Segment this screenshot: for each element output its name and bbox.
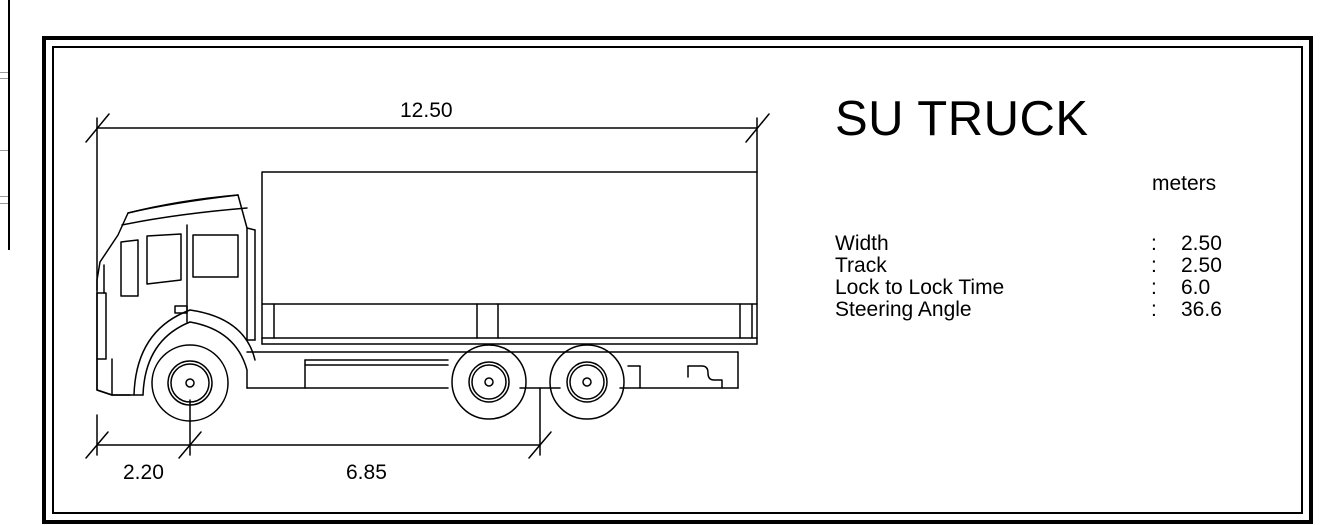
rear-wheel-1 <box>451 344 527 420</box>
spec-value: 6.0 <box>1181 276 1211 299</box>
spec-row-lock-to-lock-time: Lock to Lock Time : 6.0 <box>835 277 1255 299</box>
drawing-frame-outer <box>42 36 1313 524</box>
overall-length-label: 12.50 <box>400 99 453 122</box>
rear-wheel-2 <box>549 344 625 420</box>
spec-separator: : <box>1151 276 1157 299</box>
edge-tick <box>0 203 8 204</box>
overall-length-dimension <box>85 113 770 291</box>
truck-cab <box>96 194 256 396</box>
spec-label: Width <box>835 232 889 255</box>
edge-bracket <box>0 0 10 250</box>
units-label: meters <box>1152 172 1217 195</box>
spec-value: 36.6 <box>1181 298 1222 321</box>
spec-label: Track <box>835 254 887 277</box>
edge-tick <box>0 196 8 197</box>
bottom-dimension <box>85 387 552 459</box>
cargo-box <box>261 171 758 345</box>
spec-value: 2.50 <box>1181 254 1222 277</box>
drawing-frame-inner <box>52 46 1303 514</box>
front-wheel <box>151 344 229 422</box>
spec-label: Steering Angle <box>835 298 972 321</box>
edge-tick <box>0 150 8 151</box>
spec-row-steering-angle: Steering Angle : 36.6 <box>835 299 1255 321</box>
spec-row-width: Width : 2.50 <box>835 233 1255 255</box>
edge-tick <box>0 72 8 73</box>
spec-row-track: Track : 2.50 <box>835 255 1255 277</box>
spec-separator: : <box>1151 232 1157 255</box>
spec-separator: : <box>1151 254 1157 277</box>
front-overhang-label: 2.20 <box>123 461 164 484</box>
spec-table: Width : 2.50 Track : 2.50 Lock to Lock T… <box>835 233 1255 321</box>
chassis <box>246 351 739 389</box>
edge-tick <box>0 78 8 79</box>
wheelbase-label: 6.85 <box>346 461 387 484</box>
spec-separator: : <box>1151 298 1157 321</box>
spec-label: Lock to Lock Time <box>835 276 1005 299</box>
vehicle-title: SU TRUCK <box>835 92 1089 146</box>
spec-value: 2.50 <box>1181 232 1222 255</box>
